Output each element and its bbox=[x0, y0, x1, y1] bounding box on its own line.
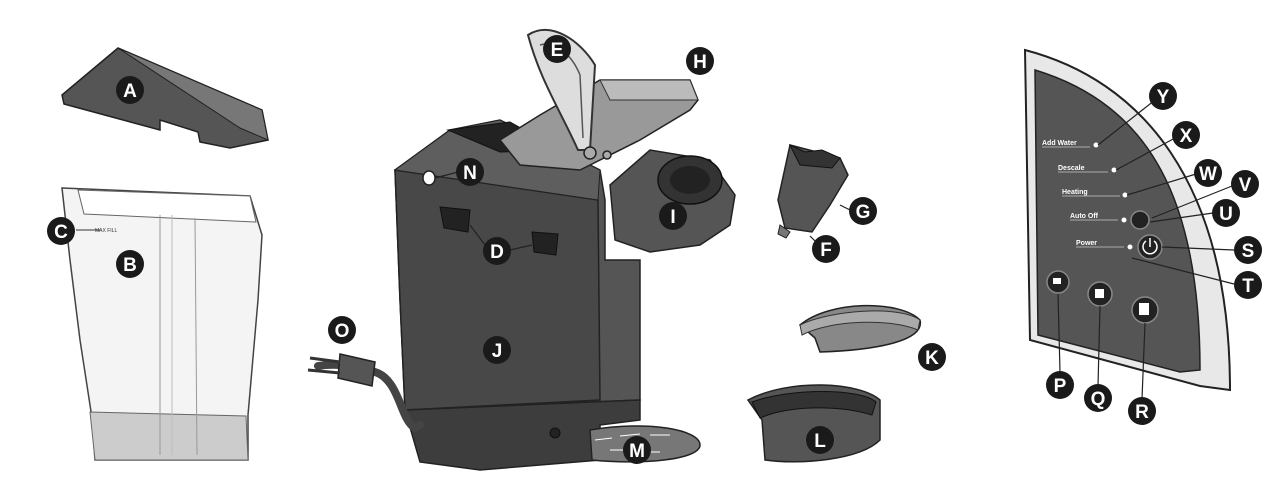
callout-t: T bbox=[1234, 271, 1262, 299]
drip-tray-plate bbox=[798, 304, 921, 353]
power-button[interactable] bbox=[1137, 234, 1163, 260]
callout-c: C bbox=[47, 217, 75, 245]
medium-cup-icon bbox=[1095, 289, 1104, 298]
callout-y: Y bbox=[1149, 82, 1177, 110]
power-indicator bbox=[1127, 244, 1133, 250]
heating-indicator bbox=[1122, 192, 1128, 198]
medium-cup-button[interactable] bbox=[1087, 281, 1113, 307]
descale-indicator bbox=[1111, 167, 1117, 173]
callout-u: U bbox=[1212, 199, 1240, 227]
svg-text:M: M bbox=[629, 441, 645, 462]
callout-w: W bbox=[1194, 159, 1222, 187]
svg-text:B: B bbox=[123, 255, 137, 276]
callout-a: A bbox=[116, 76, 144, 104]
auto-off-indicator bbox=[1121, 217, 1127, 223]
reusable-filter bbox=[777, 143, 849, 239]
svg-text:J: J bbox=[492, 341, 503, 362]
large-cup-icon bbox=[1139, 303, 1149, 315]
callout-q: Q bbox=[1084, 384, 1112, 412]
callout-o: O bbox=[328, 316, 356, 344]
svg-text:Y: Y bbox=[1157, 87, 1170, 108]
callout-v: V bbox=[1231, 170, 1259, 198]
callout-badges: A B C D E F G H I J K L M N O P Q R S T … bbox=[47, 35, 1262, 464]
control-panel: Add Water Descale Heating Auto Off Power bbox=[1023, 48, 1232, 392]
callout-r: R bbox=[1128, 397, 1156, 425]
power-icon bbox=[1142, 238, 1158, 255]
max-fill-label: MAX FILL bbox=[95, 228, 117, 234]
callout-p: P bbox=[1046, 371, 1074, 399]
svg-text:H: H bbox=[693, 52, 707, 73]
svg-text:D: D bbox=[490, 242, 504, 263]
large-cup-button[interactable] bbox=[1131, 296, 1159, 324]
svg-text:K: K bbox=[925, 348, 939, 369]
callout-x: X bbox=[1172, 121, 1200, 149]
auto-off-button[interactable] bbox=[1130, 210, 1150, 230]
leader-lines bbox=[434, 99, 1235, 400]
svg-text:F: F bbox=[820, 240, 832, 261]
svg-text:X: X bbox=[1180, 126, 1193, 147]
callout-l: L bbox=[806, 426, 834, 454]
svg-text:N: N bbox=[463, 163, 477, 184]
svg-text:T: T bbox=[1242, 276, 1254, 297]
svg-text:G: G bbox=[856, 202, 871, 223]
svg-text:P: P bbox=[1054, 376, 1067, 397]
callout-n: N bbox=[456, 158, 484, 186]
callout-i: I bbox=[659, 202, 687, 230]
svg-text:A: A bbox=[123, 81, 137, 102]
drip-tray-base bbox=[404, 399, 701, 471]
callout-f: F bbox=[812, 235, 840, 263]
svg-text:L: L bbox=[814, 431, 826, 452]
descale-label: Descale bbox=[1058, 165, 1085, 172]
svg-text:V: V bbox=[1239, 175, 1252, 196]
svg-text:R: R bbox=[1135, 402, 1149, 423]
add-water-label: Add Water bbox=[1042, 140, 1077, 147]
callout-s: S bbox=[1234, 236, 1262, 264]
svg-text:Q: Q bbox=[1091, 389, 1106, 410]
callout-g: G bbox=[849, 197, 877, 225]
power-label: Power bbox=[1076, 240, 1097, 247]
heating-label: Heating bbox=[1062, 189, 1088, 196]
small-cup-button[interactable] bbox=[1046, 270, 1070, 294]
small-cup-icon bbox=[1053, 278, 1061, 284]
svg-text:W: W bbox=[1199, 164, 1217, 185]
k-cup-pod-holder bbox=[609, 149, 736, 253]
brewer-body bbox=[393, 119, 641, 411]
svg-text:S: S bbox=[1242, 241, 1255, 262]
svg-text:E: E bbox=[551, 40, 564, 61]
callout-k: K bbox=[918, 343, 946, 371]
callout-b: B bbox=[116, 250, 144, 278]
svg-text:I: I bbox=[670, 207, 675, 228]
power-cord bbox=[307, 353, 424, 433]
reservoir-lid bbox=[61, 47, 269, 149]
water-reservoir: MAX FILL bbox=[61, 187, 263, 461]
callout-h: H bbox=[686, 47, 714, 75]
callout-m: M bbox=[623, 436, 651, 464]
callout-d: D bbox=[483, 237, 511, 265]
svg-text:O: O bbox=[335, 321, 350, 342]
svg-text:C: C bbox=[54, 222, 68, 243]
drip-tray-cup bbox=[746, 384, 881, 463]
auto-off-label: Auto Off bbox=[1070, 213, 1099, 220]
callout-j: J bbox=[483, 336, 511, 364]
add-water-indicator bbox=[1093, 142, 1099, 148]
callout-e: E bbox=[543, 35, 571, 63]
svg-text:U: U bbox=[1219, 204, 1233, 225]
